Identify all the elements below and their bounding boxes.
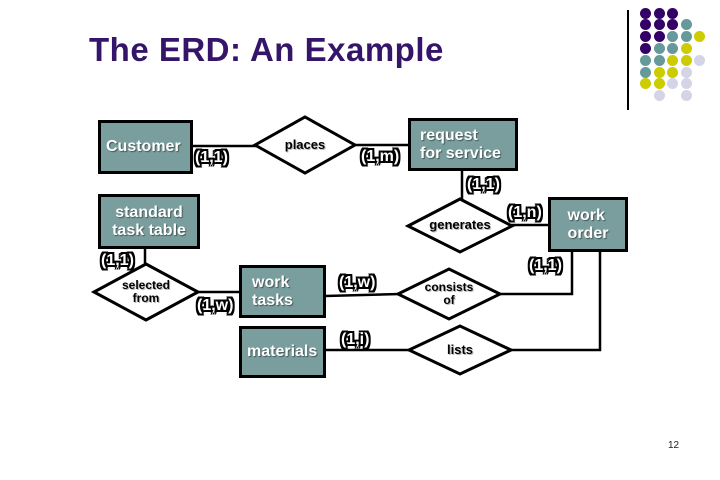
generates-diamond (404, 197, 516, 254)
cardinality-workorder-bottom: (1,1) (529, 257, 562, 274)
decoration-dot (667, 54, 678, 66)
connector-lists-workorder (510, 250, 602, 352)
decoration-dot (640, 42, 651, 54)
decoration-vertical-line (627, 10, 629, 110)
decoration-dot (667, 66, 678, 78)
entity-standard-task-table: standard task table (98, 194, 200, 249)
decoration-dot (653, 7, 665, 19)
decoration-dot (680, 42, 692, 54)
entity-request-for-service: request for service (408, 118, 518, 171)
decoration-dot (653, 31, 665, 43)
decoration-dot (680, 78, 692, 90)
lists-diamond (405, 324, 515, 376)
entity-work-order: work order (548, 197, 628, 252)
cardinality-generates-workorder: (1,n) (508, 204, 542, 221)
relationship-selected-from-label: selected from (121, 277, 171, 305)
slide-title: The ERD: An Example (89, 31, 444, 68)
decoration-dot (680, 31, 692, 43)
cardinality-worktasks-consistsof: (1,w) (339, 274, 376, 291)
decoration-dot (640, 7, 651, 19)
decoration-dot (680, 19, 692, 31)
decoration-dot (667, 7, 678, 19)
decoration-dot (694, 31, 705, 43)
cardinality-customer-places: (1,1) (195, 149, 228, 166)
cardinality-request-generates: (1,1) (467, 176, 500, 193)
decoration-dot (653, 78, 665, 90)
entity-work-tasks: work tasks (239, 265, 326, 318)
cardinality-stt-selectedfrom: (1,1) (101, 252, 134, 269)
selected-from-diamond (90, 262, 202, 322)
decoration-dot (667, 42, 678, 54)
decoration-dot (694, 54, 705, 66)
page-number: 12 (668, 440, 680, 451)
consists-of-diamond (394, 267, 504, 321)
decoration-dot (680, 90, 692, 102)
decoration-dot (680, 54, 692, 66)
relationship-generates-label: generates (429, 217, 491, 233)
decoration-dot (653, 54, 665, 66)
decoration-dot (653, 19, 665, 31)
decoration-dot (640, 31, 651, 43)
decoration-dot (640, 78, 651, 90)
connector-consistsof-workorder (500, 250, 574, 296)
cardinality-materials-lists: (1,i) (341, 331, 370, 348)
decoration-dot (640, 54, 651, 66)
entity-customer: Customer (98, 120, 193, 174)
places-diamond (251, 115, 359, 175)
decoration-dot (653, 42, 665, 54)
relationship-lists-label: lists (446, 341, 473, 357)
decoration-dot (667, 31, 678, 43)
decoration-dot (640, 19, 651, 31)
relationship-places-label: places (284, 136, 326, 152)
relationship-consists-of-label: consists of (424, 279, 474, 307)
decoration-dot (653, 66, 665, 78)
entity-materials: materials (239, 326, 326, 378)
decoration-dot (667, 19, 678, 31)
decoration-dot (667, 78, 678, 90)
decoration-dot (653, 90, 665, 102)
decoration-dot (680, 66, 692, 78)
connector-worktasks-consistsof (324, 292, 401, 298)
decoration-dot (640, 66, 651, 78)
cardinality-selectedfrom-worktasks: (1,w) (197, 297, 234, 314)
cardinality-places-request: (1,m) (361, 148, 400, 165)
